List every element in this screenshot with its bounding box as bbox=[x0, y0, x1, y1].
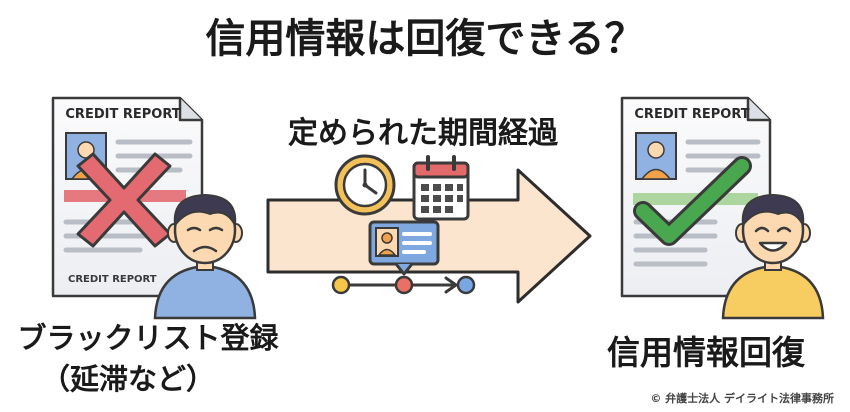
left-caption-line1: ブラックリスト登録 bbox=[17, 321, 279, 355]
left-credit-report: CREDIT REPORT CREDIT REPORT bbox=[51, 96, 257, 320]
middle-caption: 定められた期間経過 bbox=[288, 116, 559, 151]
id-card-icon bbox=[368, 220, 440, 276]
left-document-header: CREDIT REPORT bbox=[65, 107, 180, 122]
clock-icon bbox=[334, 154, 396, 216]
right-caption: 信用情報回復 bbox=[607, 333, 806, 372]
happy-person-icon bbox=[721, 193, 825, 320]
timeline-icon bbox=[331, 275, 476, 295]
right-credit-report: CREDIT REPORT bbox=[620, 96, 825, 320]
calendar-icon bbox=[412, 155, 470, 221]
sad-person-icon bbox=[153, 193, 257, 320]
copyright-text: © 弁護士法人 デイライト法律事務所 bbox=[650, 391, 834, 405]
right-document-header: CREDIT REPORT bbox=[634, 107, 749, 122]
page-title: 信用情報は回復できる？ bbox=[205, 16, 644, 62]
left-document-footer: CREDIT REPORT bbox=[68, 274, 157, 285]
check-mark-icon bbox=[633, 156, 752, 246]
left-caption-line2: （延滞など） bbox=[41, 362, 215, 396]
photo-icon bbox=[635, 132, 677, 180]
